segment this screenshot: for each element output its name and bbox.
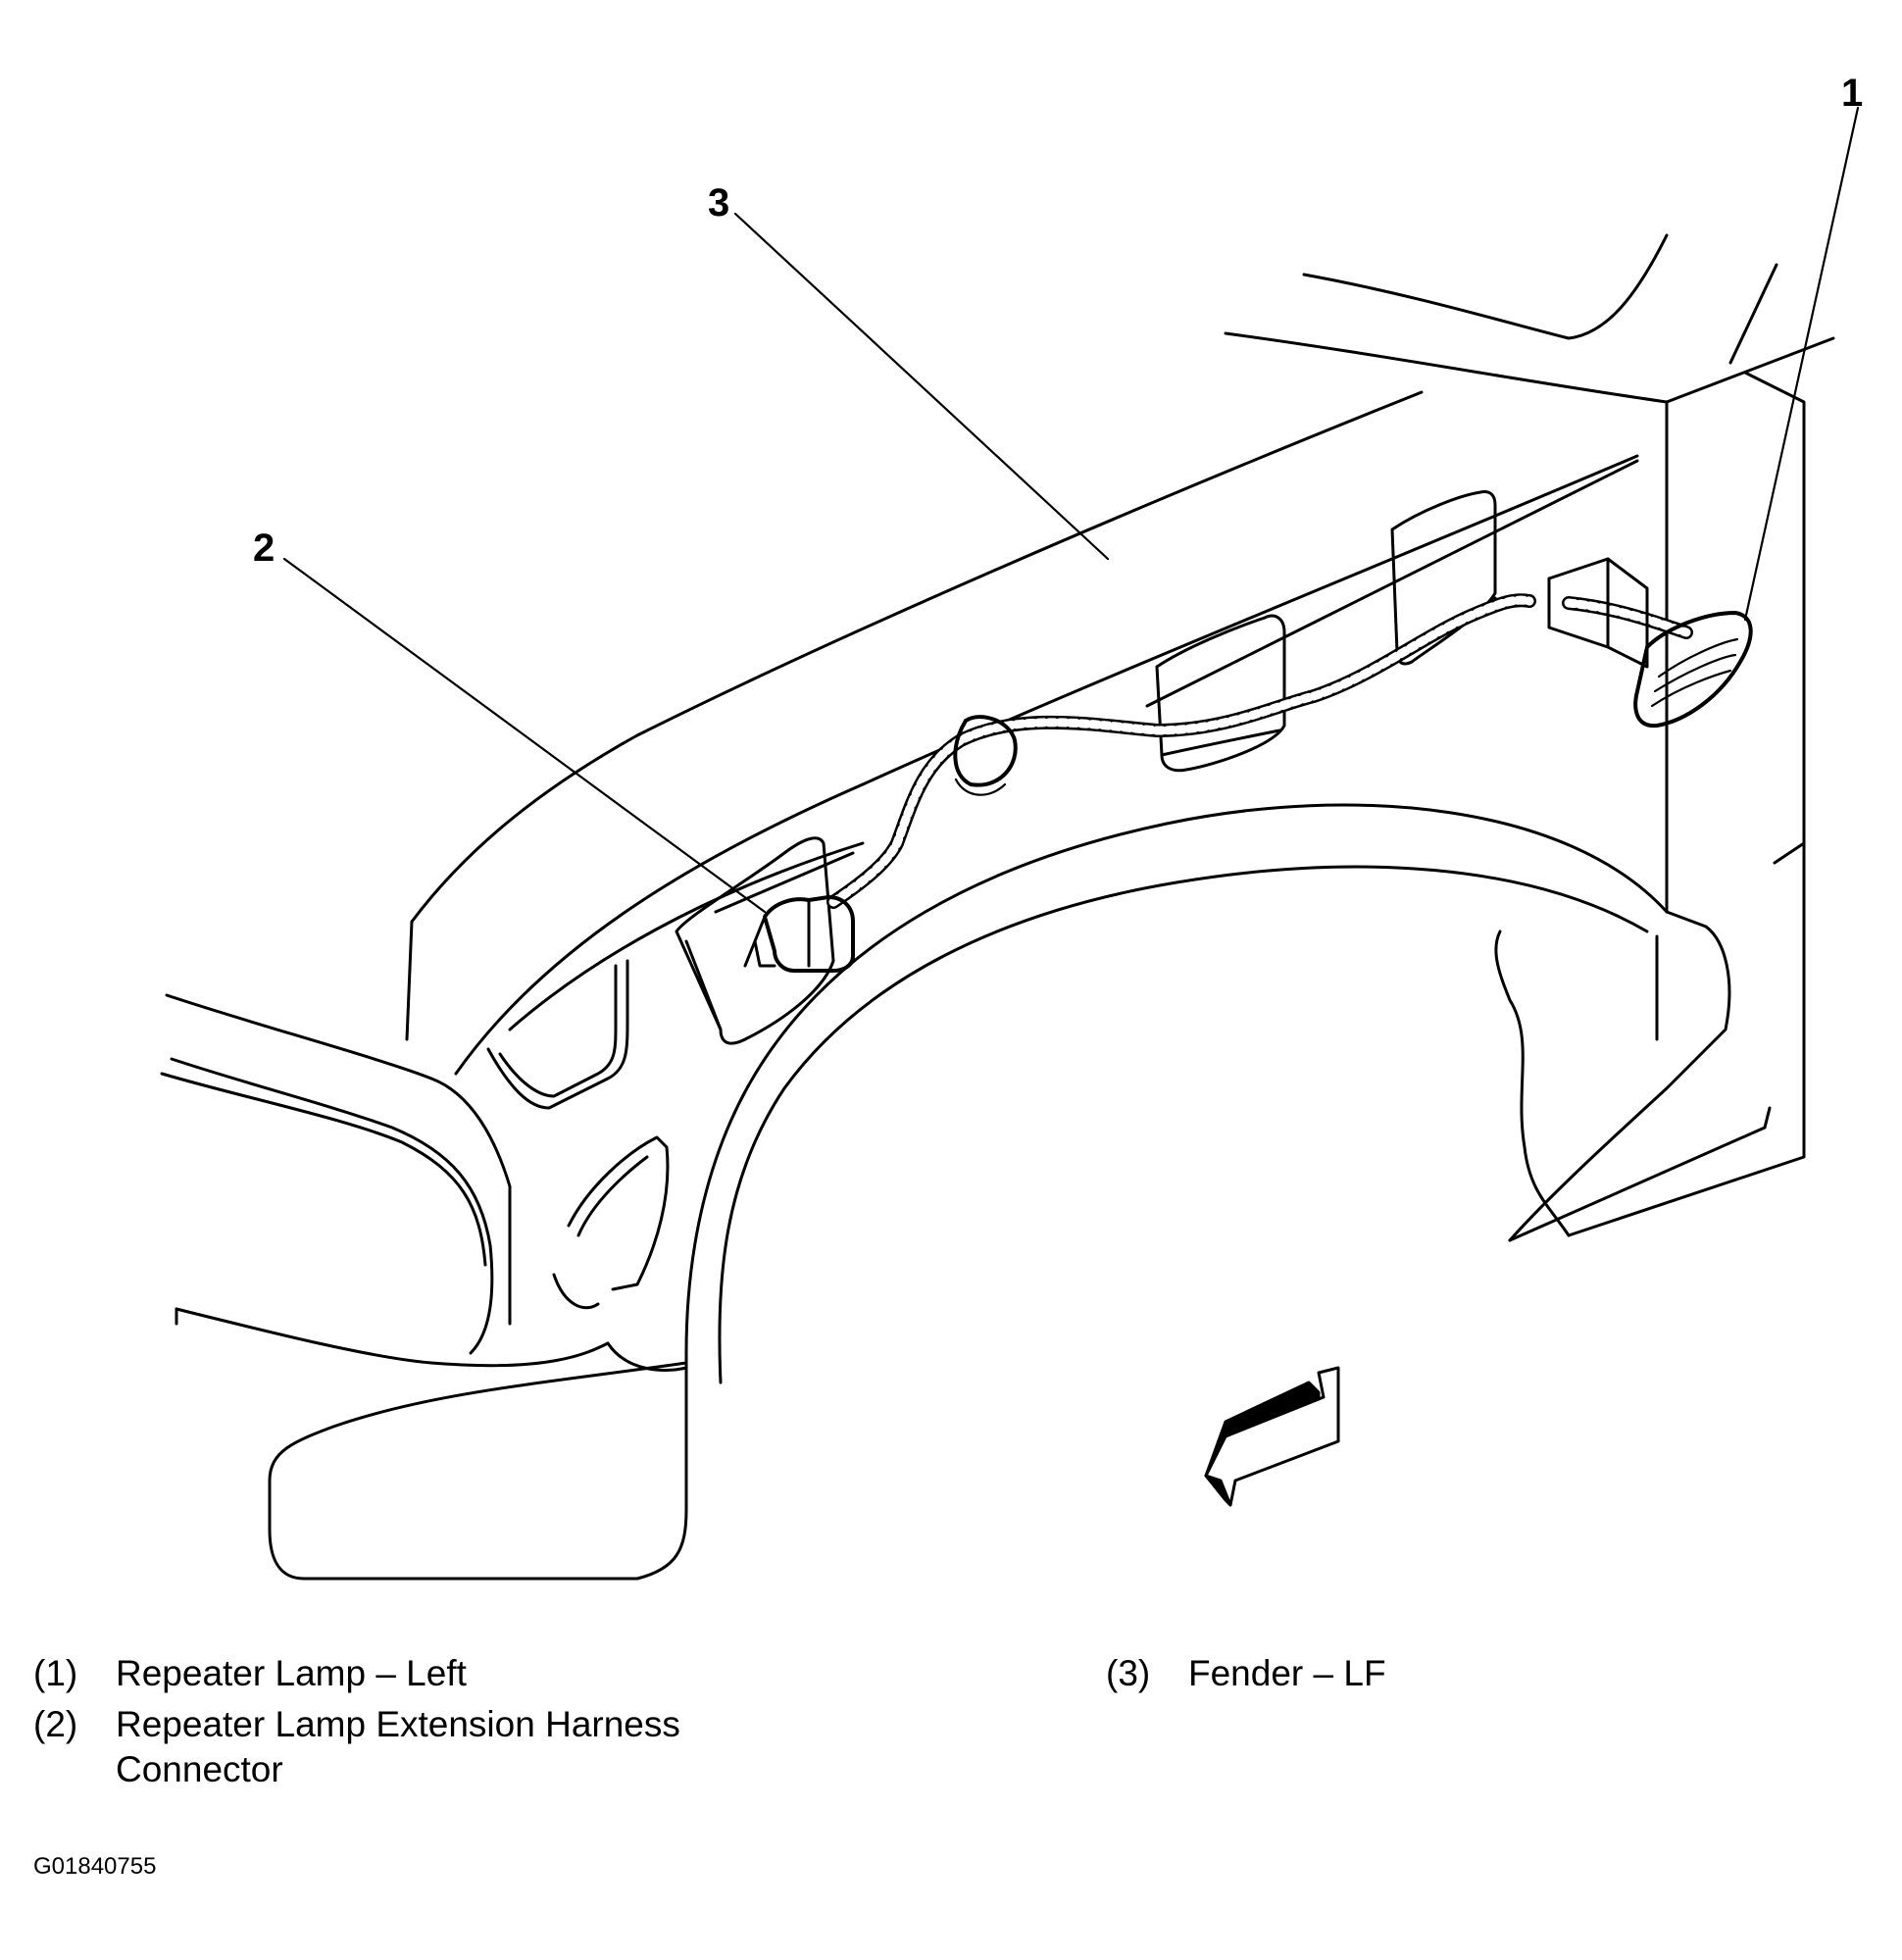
- legend-text: Repeater Lamp – Left: [116, 1653, 467, 1693]
- forward-direction-arrow: [1204, 1366, 1340, 1507]
- fender-side-panel: [268, 400, 1806, 1581]
- legend-text: Fender – LF: [1188, 1653, 1386, 1693]
- callout-2: 2: [253, 527, 275, 570]
- front-bumper-outline: [160, 993, 688, 1429]
- hood-edge-outline: [405, 390, 1639, 1076]
- front-cutouts: [486, 959, 670, 1310]
- access-opening-middle: [1155, 614, 1286, 773]
- harness-connector: [743, 895, 855, 973]
- access-opening-rear: [1145, 459, 1639, 708]
- legend-number: (3): [1106, 1653, 1151, 1693]
- leader-line-2: [282, 557, 767, 914]
- leader-line-3: [733, 212, 1110, 561]
- harness-bracket: [1547, 557, 1649, 669]
- legend-number: (2): [33, 1704, 78, 1744]
- callout-3: 3: [708, 181, 729, 225]
- figure-code: G01840755: [33, 1853, 157, 1880]
- wiring-harness: [826, 593, 1693, 909]
- legend-number: (1): [33, 1653, 78, 1693]
- repeater-lamp: [1633, 611, 1753, 729]
- windshield-pillar-outline: [1224, 233, 1835, 845]
- legend-text: Repeater Lamp Extension Harness Connecto…: [116, 1704, 680, 1789]
- leader-line-1: [1743, 106, 1860, 622]
- callout-1: 1: [1841, 72, 1863, 115]
- access-opening-front: [675, 836, 855, 1045]
